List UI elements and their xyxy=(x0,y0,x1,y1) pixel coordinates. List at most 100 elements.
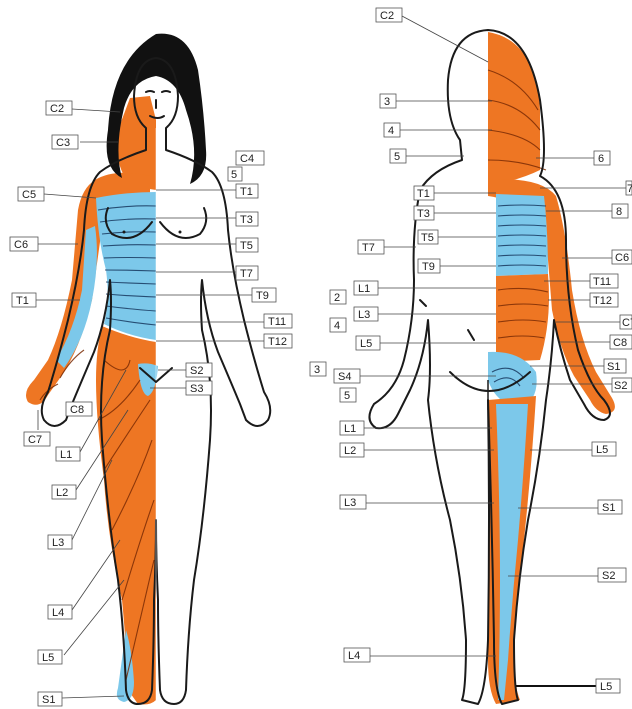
front-figure xyxy=(26,34,270,705)
back-label-t1: T1 xyxy=(414,186,434,200)
label-c2: C2 xyxy=(46,101,72,115)
svg-text:C3: C3 xyxy=(56,137,70,149)
svg-text:L4: L4 xyxy=(52,607,64,619)
label-l5: L5 xyxy=(38,650,62,664)
svg-text:T5: T5 xyxy=(240,240,253,252)
label-c7: C7 xyxy=(24,432,50,446)
back-label-t3: T3 xyxy=(414,206,434,220)
svg-text:L5: L5 xyxy=(596,444,608,456)
back-label-l5b: L5 xyxy=(592,442,616,456)
svg-text:L3: L3 xyxy=(358,309,370,321)
svg-text:T3: T3 xyxy=(240,214,253,226)
back-label-s4: S4 xyxy=(334,369,360,383)
svg-text:L1: L1 xyxy=(358,283,370,295)
back-label-5: 5 xyxy=(390,149,406,163)
svg-text:L3: L3 xyxy=(344,497,356,509)
label-l1: L1 xyxy=(56,447,80,461)
back-label-c7: C7 xyxy=(620,315,632,329)
svg-text:C6: C6 xyxy=(14,239,28,251)
svg-text:L3: L3 xyxy=(52,537,64,549)
back-lumbar-region xyxy=(496,274,549,362)
back-label-t11: T11 xyxy=(590,274,618,288)
svg-text:C5: C5 xyxy=(22,189,36,201)
label-t7: T7 xyxy=(236,266,258,280)
svg-text:C6: C6 xyxy=(615,252,629,264)
back-label-t12: T12 xyxy=(590,293,618,307)
back-label-l5c: L5 xyxy=(596,679,620,693)
svg-text:C7: C7 xyxy=(28,434,42,446)
svg-text:6: 6 xyxy=(598,153,604,165)
label-t11: T11 xyxy=(264,314,292,328)
label-l2: L2 xyxy=(52,485,76,499)
svg-text:T7: T7 xyxy=(240,268,253,280)
svg-text:C2: C2 xyxy=(380,10,394,22)
label-l4: L4 xyxy=(48,605,72,619)
back-label-4: 4 xyxy=(384,123,400,137)
label-c8: C8 xyxy=(66,402,92,416)
svg-text:S1: S1 xyxy=(607,361,620,373)
back-label-4b: 4 xyxy=(330,318,346,332)
svg-text:7: 7 xyxy=(627,183,632,195)
svg-text:L2: L2 xyxy=(344,445,356,457)
back-label-3b: 3 xyxy=(310,362,326,376)
back-label-s1: S1 xyxy=(604,359,626,373)
back-label-c2: C2 xyxy=(376,8,402,22)
label-t1: T1 xyxy=(236,184,258,198)
svg-text:C4: C4 xyxy=(240,153,254,165)
label-t12: T12 xyxy=(264,334,292,348)
label-5: 5 xyxy=(228,167,242,181)
svg-text:T5: T5 xyxy=(421,232,434,244)
svg-text:S2: S2 xyxy=(602,570,615,582)
back-figure xyxy=(369,30,614,704)
label-t3: T3 xyxy=(236,212,258,226)
svg-text:L1: L1 xyxy=(60,449,72,461)
svg-text:5: 5 xyxy=(394,151,400,163)
label-c4: C4 xyxy=(236,151,264,165)
svg-text:C8: C8 xyxy=(70,404,84,416)
back-label-s2b: S2 xyxy=(598,568,626,582)
back-label-2: 2 xyxy=(330,290,346,304)
back-label-3: 3 xyxy=(380,94,396,108)
svg-text:L2: L2 xyxy=(56,487,68,499)
back-label-8: 8 xyxy=(612,204,628,218)
svg-text:S1: S1 xyxy=(602,502,615,514)
svg-text:T1: T1 xyxy=(417,188,430,200)
svg-text:4: 4 xyxy=(334,320,340,332)
back-label-s1b: S1 xyxy=(598,500,622,514)
svg-text:T1: T1 xyxy=(240,186,253,198)
label-t5: T5 xyxy=(236,238,258,252)
svg-text:5: 5 xyxy=(344,390,350,402)
svg-text:S2: S2 xyxy=(614,380,627,392)
svg-text:4: 4 xyxy=(388,125,394,137)
label-s3: S3 xyxy=(186,381,212,395)
back-label-7: 7 xyxy=(626,181,632,195)
back-label-5b: 5 xyxy=(340,388,356,402)
back-label-t7: T7 xyxy=(358,240,384,254)
label-l3: L3 xyxy=(48,535,72,549)
svg-text:C2: C2 xyxy=(50,103,64,115)
back-label-6: 6 xyxy=(594,151,610,165)
back-label-l3: L3 xyxy=(354,307,378,321)
svg-text:L5: L5 xyxy=(600,681,612,693)
svg-text:T3: T3 xyxy=(417,208,430,220)
svg-text:5: 5 xyxy=(231,169,237,181)
svg-text:L5: L5 xyxy=(360,338,372,350)
back-label-c6: C6 xyxy=(612,250,632,264)
back-label-l3b: L3 xyxy=(340,495,366,509)
label-c5: C5 xyxy=(18,187,44,201)
svg-text:3: 3 xyxy=(314,364,320,376)
back-label-l5: L5 xyxy=(356,336,380,350)
back-head-region xyxy=(488,32,540,186)
svg-text:T12: T12 xyxy=(268,336,287,348)
back-label-t5: T5 xyxy=(418,230,438,244)
back-label-l1b: L1 xyxy=(340,421,364,435)
svg-text:3: 3 xyxy=(384,96,390,108)
svg-text:T1: T1 xyxy=(16,295,29,307)
label-s2: S2 xyxy=(186,363,212,377)
svg-text:L5: L5 xyxy=(42,652,54,664)
svg-text:T11: T11 xyxy=(268,316,286,328)
back-label-l4: L4 xyxy=(344,648,370,662)
svg-text:S3: S3 xyxy=(190,383,203,395)
svg-text:T12: T12 xyxy=(593,295,612,307)
